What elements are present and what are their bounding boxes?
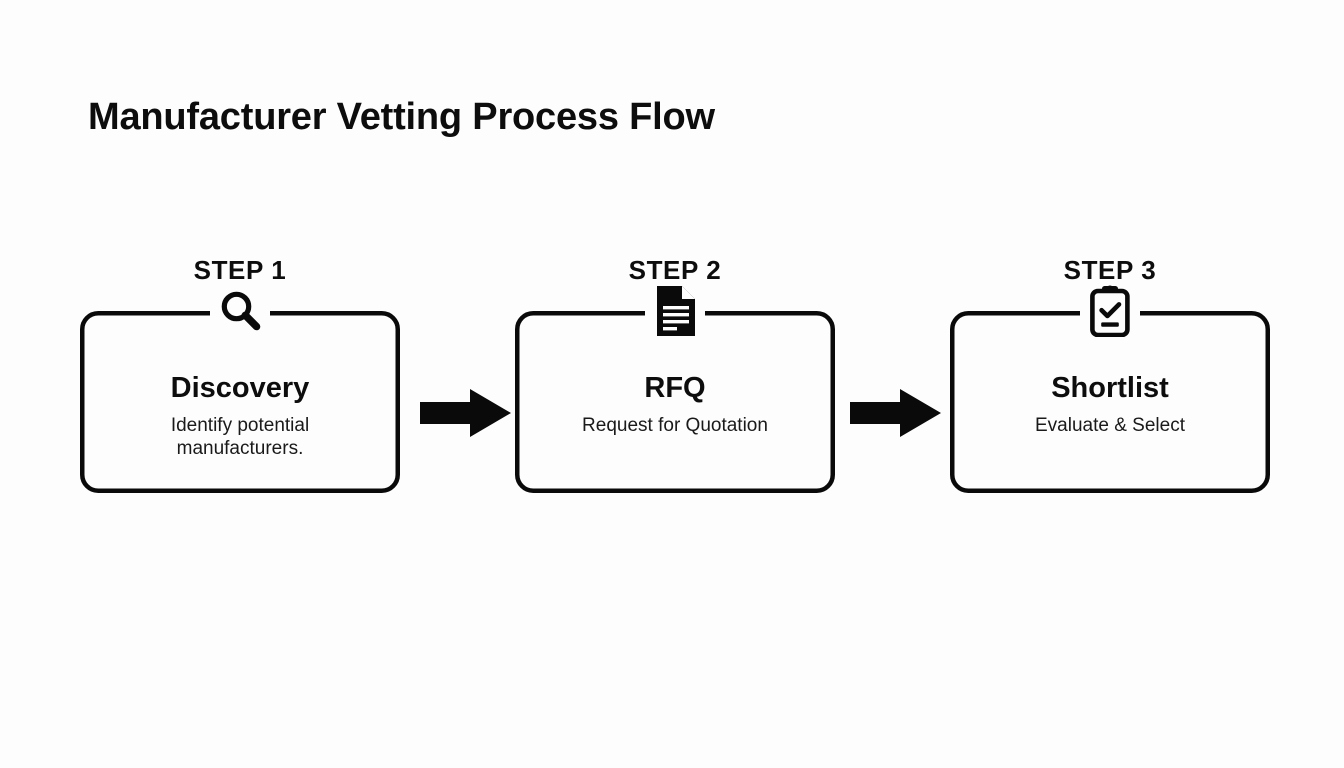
- step-3-card-border: [950, 311, 1270, 493]
- step-3-card[interactable]: Shortlist Evaluate & Select: [950, 285, 1270, 493]
- step-1-card[interactable]: Discovery Identify potential manufacture…: [80, 291, 400, 493]
- step-2-body: RFQ Request for Quotation: [515, 372, 835, 437]
- clipboard-check-icon: [1080, 281, 1140, 341]
- page-title: Manufacturer Vetting Process Flow: [88, 96, 715, 138]
- step-2-label: STEP 2: [628, 255, 722, 285]
- step-2-title: RFQ: [644, 372, 706, 404]
- step-1-label: STEP 1: [193, 255, 287, 285]
- process-step-2[interactable]: STEP 2 RFQ Req: [515, 255, 835, 495]
- step-3-body: Shortlist Evaluate & Select: [950, 372, 1270, 437]
- step-2-card-border: [515, 311, 835, 493]
- magnifier-icon: [210, 281, 270, 341]
- arrow-step2-to-step3: [848, 388, 943, 438]
- step-1-title: Discovery: [170, 372, 310, 404]
- step-1-subtitle: Identify potential manufacturers.: [170, 414, 310, 460]
- document-icon: [645, 281, 705, 341]
- step-2-subtitle: Request for Quotation: [582, 414, 768, 436]
- step-3-label: STEP 3: [1063, 255, 1157, 285]
- step-2-card[interactable]: RFQ Request for Quotation: [515, 286, 835, 493]
- step-3-title: Shortlist: [1051, 372, 1169, 404]
- process-step-3[interactable]: STEP 3 Shortlist Evaluate &: [950, 255, 1270, 495]
- step-3-subtitle: Evaluate & Select: [1035, 414, 1185, 436]
- process-step-1[interactable]: STEP 1 Discovery Identify potential manu…: [80, 255, 400, 495]
- step-1-body: Discovery Identify potential manufacture…: [80, 372, 400, 460]
- step-1-card-border: [80, 311, 400, 493]
- arrow-step1-to-step2: [418, 388, 513, 438]
- process-flow-row: STEP 1 Discovery Identify potential manu…: [0, 255, 1344, 505]
